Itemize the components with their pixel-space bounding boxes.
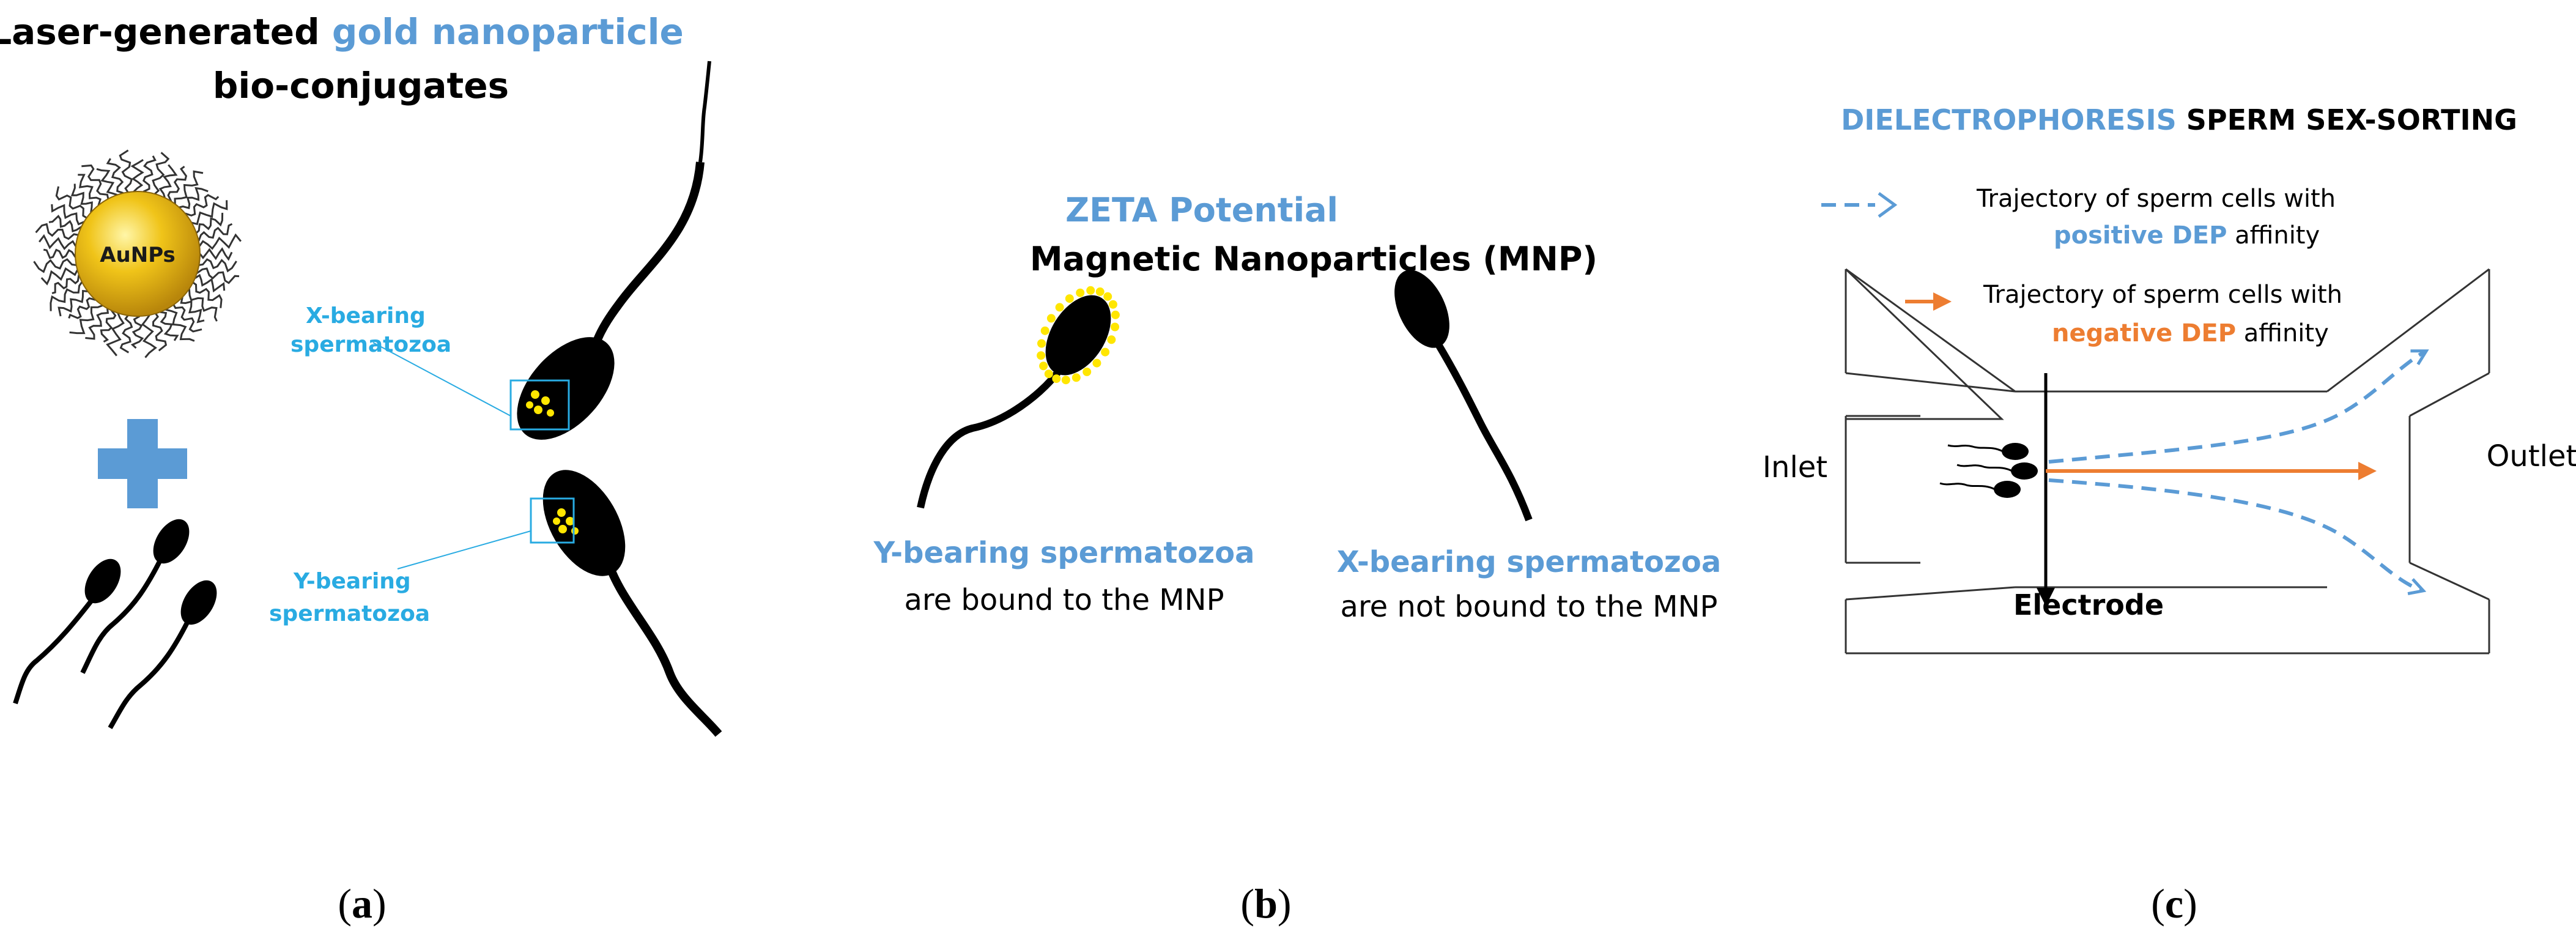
x-bearing-label-line2: spermatozoa — [291, 332, 451, 357]
panel-c-caption: (c) — [2151, 880, 2197, 927]
sperm-cells-group-icon — [13, 519, 217, 730]
x-bearing-unbound-sperm-icon — [1394, 270, 1533, 522]
inlet-sperm-cells-icon — [1939, 443, 2038, 498]
panel-c: DIELECTROPHORESIS SPERM SEX-SORTING — [1763, 103, 2576, 927]
positive-dep-trajectory-lower — [2048, 478, 2422, 590]
inlet-label: Inlet — [1763, 450, 1827, 484]
electrode-label: Electrode — [2013, 588, 2164, 621]
panel-a-caption-close: ) — [372, 880, 387, 927]
panel-b-caption: (b) — [1240, 880, 1291, 927]
panel-c-title-black: SPERM SEX-SORTING — [2177, 103, 2517, 136]
y-bearing-bound-sperm-icon — [917, 286, 1120, 509]
legend-positive-tail: affinity — [2227, 221, 2320, 250]
x-bearing-sperm-icon — [509, 61, 711, 440]
panel-b-title-zeta: ZETA Potential — [1065, 191, 1338, 229]
plus-icon — [98, 419, 187, 508]
x-bearing-unbound-label-regular: are not bound to the MNP — [1341, 590, 1718, 624]
panel-a-title-part1: Laser-generated — [0, 11, 332, 53]
aunp-label: AuNPs — [100, 243, 176, 267]
panel-b: ZETA Potential Magnetic Nanoparticles (M… — [873, 191, 1721, 927]
microchannel-upper-wall — [1845, 268, 2004, 420]
panel-c-caption-letter: c — [2165, 880, 2183, 927]
panel-c-caption-open: ( — [2151, 880, 2165, 927]
legend-negative-tail: affinity — [2236, 319, 2329, 347]
panel-a-caption: (a) — [338, 880, 386, 927]
legend-negative-line2: negative DEP affinity — [2052, 319, 2329, 347]
microchannel — [1845, 268, 2490, 655]
panel-a-title-line2: bio-conjugates — [213, 65, 509, 106]
x-bearing-label-line1: X-bearing — [306, 303, 426, 328]
legend-positive-line1: Trajectory of sperm cells with — [1976, 185, 2336, 213]
outlet-label: Outlet — [2487, 439, 2576, 473]
positive-dep-trajectory-upper — [2048, 352, 2425, 464]
panel-a-title-line1: Laser-generated gold nanoparticle — [0, 11, 684, 53]
y-bearing-leader-line — [397, 530, 531, 569]
panel-a-caption-letter: a — [352, 880, 372, 927]
panel-c-title-blue: DIELECTROPHORESIS — [1841, 103, 2177, 136]
y-bearing-sperm-icon — [530, 470, 722, 737]
x-bearing-unbound-label-bold: X-bearing spermatozoa — [1337, 545, 1721, 579]
y-bearing-bound-label-bold: Y-bearing spermatozoa — [873, 536, 1254, 570]
legend-positive-chevron-icon — [1878, 191, 1898, 218]
y-bearing-bound-label-regular: are bound to the MNP — [904, 583, 1224, 617]
y-bearing-label-line2: spermatozoa — [269, 601, 430, 626]
legend-positive-line2: positive DEP affinity — [2054, 221, 2320, 250]
panel-b-caption-open: ( — [1240, 880, 1254, 927]
panel-a: Laser-generated gold nanoparticle bio-co… — [0, 11, 722, 927]
gold-nanoparticle-icon: AuNPs — [33, 149, 242, 358]
panel-c-title: DIELECTROPHORESIS SPERM SEX-SORTING — [1841, 103, 2517, 136]
y-bearing-label-line1: Y-bearing — [293, 569, 411, 594]
panel-b-title-mnp: Magnetic Nanoparticles (MNP) — [1030, 240, 1597, 278]
panel-b-caption-letter: b — [1254, 880, 1278, 927]
panel-a-caption-open: ( — [338, 880, 352, 927]
panel-a-title-highlight: gold nanoparticle — [332, 11, 684, 53]
legend-negative-bold: negative DEP — [2052, 319, 2236, 347]
panel-b-caption-close: ) — [1278, 880, 1292, 927]
legend-negative-line1: Trajectory of sperm cells with — [1983, 281, 2342, 309]
x-bearing-leader-line — [372, 342, 511, 417]
panel-c-caption-close: ) — [2183, 880, 2197, 927]
legend-positive-bold: positive DEP — [2054, 221, 2227, 250]
